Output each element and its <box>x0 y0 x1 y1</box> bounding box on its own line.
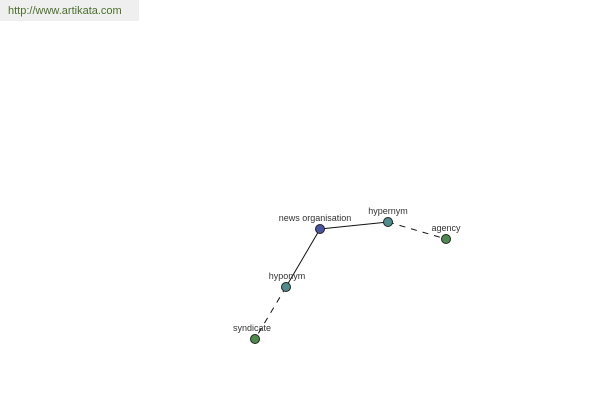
node-syndicate[interactable]: syndicate <box>233 323 271 344</box>
edges-layer <box>254 221 447 340</box>
node-news-organisation-marker[interactable] <box>315 224 325 234</box>
node-hyponym-label[interactable]: hyponym <box>269 271 306 281</box>
nodes-layer: news organisation hypernym agency hypony… <box>233 206 461 344</box>
node-hypernym-label[interactable]: hypernym <box>368 206 408 216</box>
node-agency-label[interactable]: agency <box>431 223 461 233</box>
node-agency-marker[interactable] <box>441 234 451 244</box>
node-hyponym-marker[interactable] <box>281 282 291 292</box>
node-hypernym[interactable]: hypernym <box>368 206 408 227</box>
node-syndicate-label[interactable]: syndicate <box>233 323 271 333</box>
edge-hypernym-agency <box>387 221 447 240</box>
edge-hyponym-syndicate <box>254 286 287 340</box>
node-hyponym[interactable]: hyponym <box>269 271 306 292</box>
node-news-organisation[interactable]: news organisation <box>279 213 352 234</box>
edge-news-organisation-hyponym <box>285 228 321 288</box>
edge-news-organisation-hypernym <box>319 221 389 230</box>
node-syndicate-marker[interactable] <box>250 334 260 344</box>
node-agency[interactable]: agency <box>431 223 461 244</box>
node-hypernym-marker[interactable] <box>383 217 393 227</box>
node-news-organisation-label[interactable]: news organisation <box>279 213 352 223</box>
site-url[interactable]: http://www.artikata.com <box>0 0 139 21</box>
